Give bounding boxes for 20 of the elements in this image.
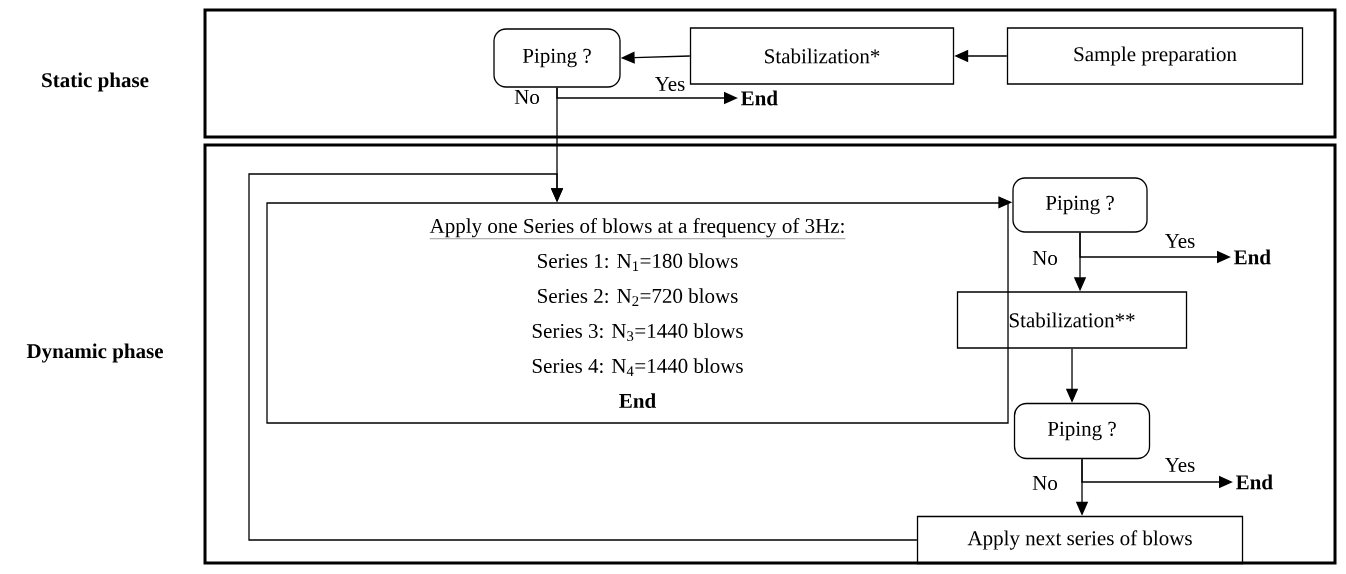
end-label: End [1234,249,1271,265]
process-box: Stabilization** [956,291,1188,349]
end-label: End [741,90,778,106]
end-label: End [1236,474,1273,490]
edge-label: No [1032,476,1058,490]
node-label: Dynamic phase [26,343,163,363]
node-label: Static phase [42,72,149,92]
edge-label: No [1032,251,1058,265]
decision-box: Piping ? [1012,177,1148,233]
decision-box: Piping ? [493,28,621,88]
edge-label: Yes [1164,458,1195,472]
edge-label: Yes [654,77,685,91]
edge-label: No [514,90,540,104]
process-box: Apply next series of blows [916,515,1244,565]
process-box: Apply one Series of blows at a frequency of 3Hz: Series 1: N$_{1}$=180 blows Series 2: N$_{2}$=720 blows Series 3: N$_{3}$=1440 blows Series 4: N$_{4}$=1440 blows End [266,202,1009,424]
decision-box: Piping ? [1013,402,1151,460]
arrow [248,173,918,541]
edge-label: Yes [1164,234,1195,248]
process-box: Sample preparation [1006,27,1304,85]
process-box: Stabilization* [689,27,955,85]
